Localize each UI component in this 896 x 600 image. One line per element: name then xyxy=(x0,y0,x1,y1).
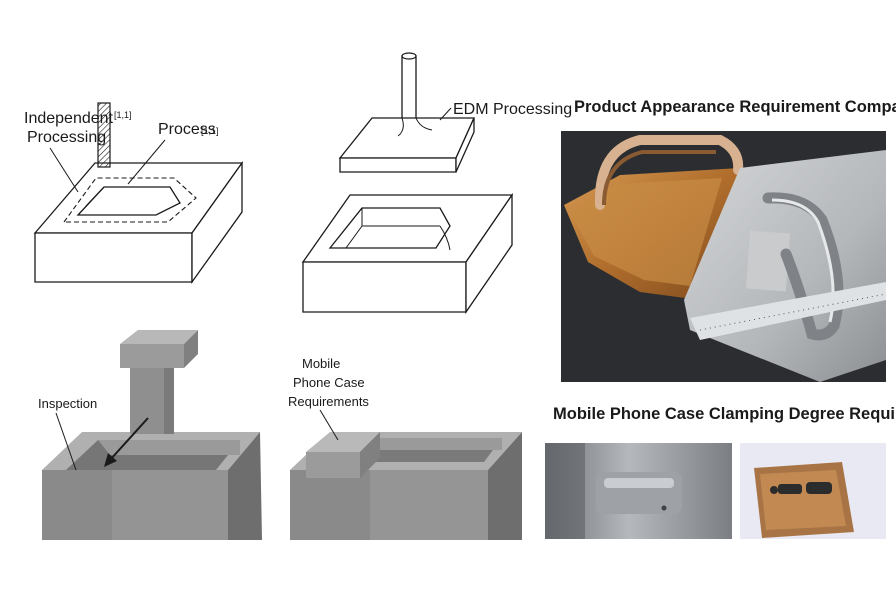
inspection-diagram: Inspection xyxy=(38,330,262,540)
inspection-label: Inspection xyxy=(38,396,97,411)
clamping-photo-left xyxy=(545,443,732,539)
process-label: Process xyxy=(158,121,216,138)
independent-processing-diagram: [1,1] Independent Processing Process [1,… xyxy=(24,102,244,285)
process-tag-label: [1,1] xyxy=(201,126,219,136)
mobile-label-line3: Requirements xyxy=(288,394,369,409)
appearance-photo xyxy=(561,131,887,382)
mobile-case-diagram: Mobile Phone Case Requirements xyxy=(288,356,522,540)
independent-label-line2: Processing xyxy=(27,129,106,146)
mobile-label-line2: Phone Case xyxy=(293,375,365,390)
independent-label-line1: Independent xyxy=(24,110,114,127)
clamping-photo-right xyxy=(740,443,886,539)
appearance-title: Product Appearance Requirement Compariso… xyxy=(574,98,896,116)
edm-label: EDM Processing xyxy=(453,101,572,118)
mobile-label-line1: Mobile xyxy=(302,356,340,371)
clamping-title: Mobile Phone Case Clamping Degree Requir… xyxy=(553,405,896,423)
tool-tag-label: [1,1] xyxy=(114,110,132,120)
edm-processing-diagram: EDM Processing xyxy=(301,52,572,315)
